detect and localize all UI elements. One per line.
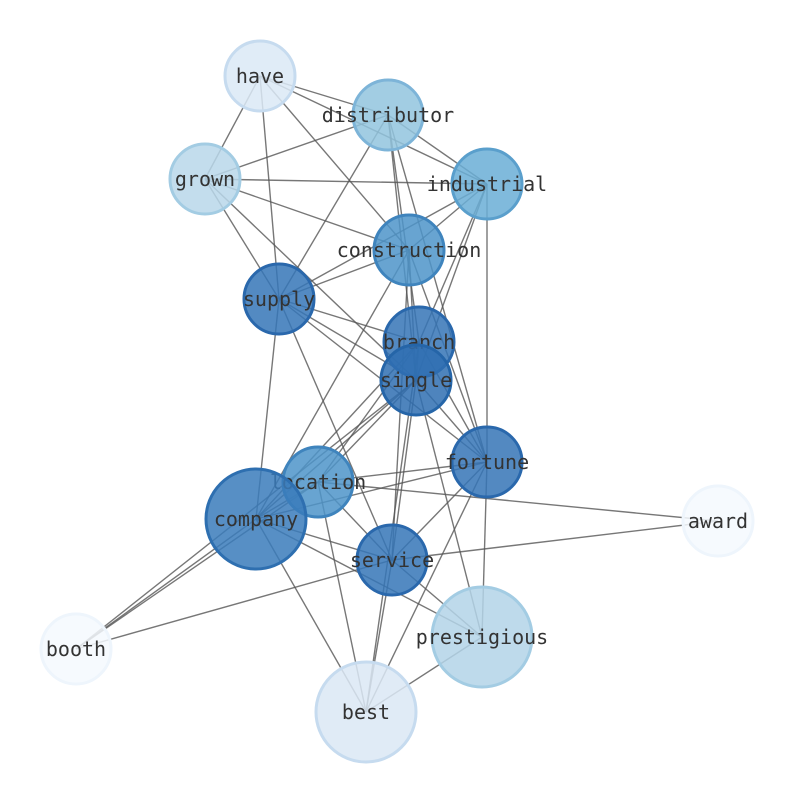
edge-have-construction [259,75,410,251]
edge-grown-industrial [204,178,488,185]
node-label-single: single [380,368,452,392]
node-circle-grown [168,142,242,216]
node-prestigious: prestigious [416,585,548,689]
node-label-prestigious: prestigious [416,625,548,649]
node-circle-best [314,660,418,764]
node-best: best [314,660,418,764]
node-label-have: have [236,64,284,88]
node-circle-supply [242,262,316,336]
edge-service-award [391,520,719,561]
edge-service-booth [75,559,393,650]
node-label-award: award [688,509,748,533]
node-circle-company [204,467,308,571]
edge-grown-single [204,178,417,381]
edge-construction-company [255,249,410,520]
node-circle-booth [39,612,113,686]
node-circle-industrial [450,147,524,221]
node-label-supply: supply [243,287,315,311]
edge-supply-service [278,298,393,561]
node-label-company: company [214,507,298,531]
edge-have-supply [259,75,280,300]
node-circle-single [379,343,453,417]
node-circle-service [355,523,429,597]
node-circle-distributor [351,78,425,152]
node-label-grown: grown [175,167,235,191]
node-booth: booth [39,612,113,686]
node-industrial: industrial [427,147,547,221]
edge-distributor-fortune [387,114,488,463]
node-label-construction: construction [337,238,482,262]
node-supply: supply [242,262,316,336]
node-label-industrial: industrial [427,172,547,196]
node-have: have [223,39,297,113]
node-label-fortune: fortune [445,450,529,474]
node-circle-have [223,39,297,113]
node-circle-construction [372,213,446,287]
node-label-booth: booth [46,637,106,661]
node-layer: have distributor grown industrial constructi… [39,39,755,764]
node-label-service: service [350,548,434,572]
node-construction: construction [337,213,482,287]
node-fortune: fortune [445,425,529,499]
node-circle-award [681,484,755,558]
node-label-best: best [342,700,390,724]
edge-location-award [317,481,719,522]
node-distributor: distributor [322,78,454,152]
node-company: company [204,467,308,571]
node-grown: grown [168,142,242,216]
node-service: service [350,523,434,597]
node-circle-prestigious [430,585,534,689]
node-label-distributor: distributor [322,103,454,127]
node-award: award [681,484,755,558]
node-single: single [379,343,453,417]
node-circle-fortune [450,425,524,499]
